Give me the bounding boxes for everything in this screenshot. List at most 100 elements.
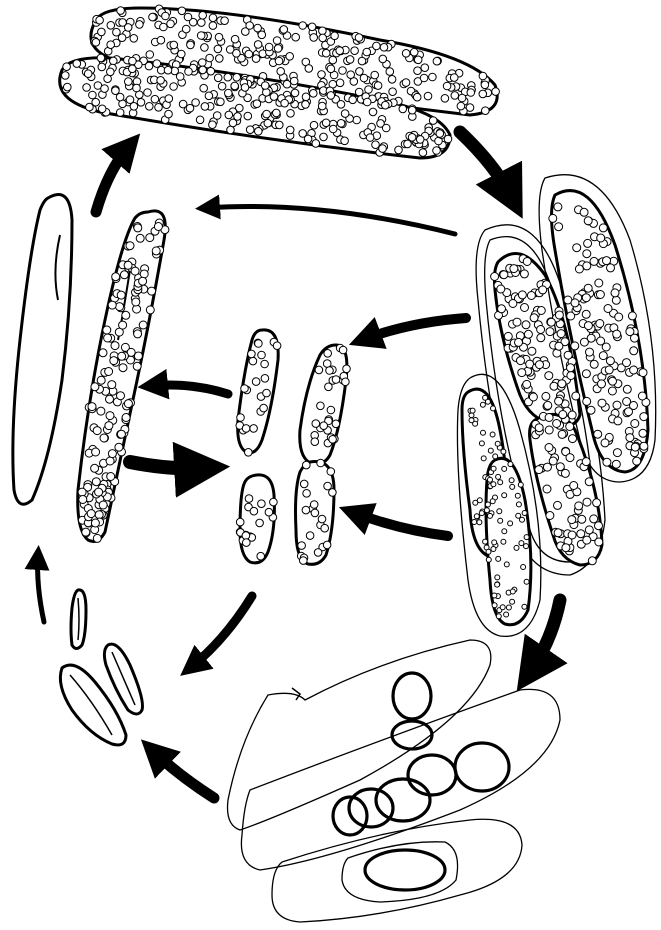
granule bbox=[144, 89, 152, 97]
granule bbox=[365, 86, 373, 94]
granule bbox=[317, 402, 325, 410]
granule bbox=[544, 401, 552, 409]
granule bbox=[157, 77, 165, 85]
granule bbox=[492, 593, 497, 598]
granule bbox=[197, 32, 205, 40]
granule bbox=[196, 116, 204, 124]
granule bbox=[339, 346, 347, 354]
granule bbox=[547, 318, 555, 326]
granule bbox=[318, 71, 326, 79]
granule bbox=[154, 223, 162, 231]
granule bbox=[510, 599, 515, 604]
granule bbox=[514, 545, 519, 550]
granule bbox=[436, 130, 444, 138]
granule bbox=[408, 106, 416, 114]
granule bbox=[310, 121, 318, 129]
granule bbox=[201, 44, 209, 52]
granule bbox=[557, 330, 565, 338]
granule bbox=[310, 90, 318, 98]
granule bbox=[524, 535, 529, 540]
granule bbox=[178, 7, 186, 15]
granule bbox=[522, 604, 527, 609]
granule bbox=[92, 478, 100, 486]
granule bbox=[133, 84, 141, 92]
granule bbox=[302, 101, 310, 109]
granule bbox=[614, 417, 622, 425]
granule bbox=[571, 299, 579, 307]
granule bbox=[469, 418, 474, 423]
granule bbox=[317, 459, 325, 467]
granule bbox=[277, 68, 285, 76]
granule bbox=[111, 342, 119, 350]
granule bbox=[639, 369, 647, 377]
granule bbox=[148, 287, 156, 295]
granule bbox=[631, 443, 639, 451]
granule bbox=[580, 208, 588, 216]
granule bbox=[244, 112, 252, 120]
granule bbox=[167, 20, 175, 28]
lower-left-small-cells bbox=[60, 590, 142, 745]
granule bbox=[216, 55, 224, 63]
granule bbox=[91, 383, 99, 391]
granule bbox=[502, 466, 507, 471]
granule bbox=[605, 366, 613, 374]
granule bbox=[131, 267, 139, 275]
granule bbox=[246, 126, 254, 134]
granule bbox=[92, 39, 100, 47]
granule bbox=[324, 350, 332, 358]
granule bbox=[165, 95, 173, 103]
granule bbox=[198, 19, 206, 27]
granule bbox=[374, 82, 382, 90]
granule bbox=[116, 303, 124, 311]
granule bbox=[303, 461, 311, 469]
granule bbox=[300, 480, 308, 488]
granule bbox=[332, 420, 340, 428]
granule bbox=[129, 65, 137, 73]
granule bbox=[300, 557, 308, 565]
granule bbox=[99, 501, 107, 509]
granule bbox=[523, 258, 531, 266]
granule bbox=[258, 31, 266, 39]
granule bbox=[343, 365, 351, 373]
granule bbox=[118, 34, 126, 42]
granule bbox=[598, 380, 606, 388]
granule bbox=[270, 498, 278, 506]
granule bbox=[104, 334, 112, 342]
granule bbox=[530, 314, 538, 322]
granule bbox=[633, 457, 641, 465]
bottom-oval-body-6 bbox=[349, 789, 393, 827]
granule bbox=[64, 83, 72, 91]
arrow-center-down-to-left bbox=[190, 596, 252, 668]
granule bbox=[606, 357, 614, 365]
granule bbox=[258, 500, 266, 508]
granule bbox=[165, 110, 173, 118]
granule bbox=[176, 73, 184, 81]
granule bbox=[73, 60, 81, 68]
granule bbox=[518, 482, 523, 487]
granule bbox=[626, 328, 634, 336]
granule bbox=[502, 493, 507, 498]
granule bbox=[83, 84, 91, 92]
granule bbox=[568, 531, 576, 539]
granule bbox=[231, 82, 239, 90]
granule bbox=[103, 326, 111, 334]
granule bbox=[98, 105, 106, 113]
granule bbox=[155, 104, 163, 112]
granule bbox=[483, 539, 488, 544]
granule bbox=[145, 62, 153, 70]
granule bbox=[200, 84, 208, 92]
granule bbox=[292, 33, 300, 41]
granule bbox=[443, 82, 451, 90]
granule bbox=[524, 330, 532, 338]
granule bbox=[429, 73, 437, 81]
granule bbox=[586, 348, 594, 356]
granule bbox=[433, 57, 441, 65]
granule bbox=[399, 105, 407, 113]
granule bbox=[250, 425, 258, 433]
granule bbox=[106, 395, 114, 403]
granule bbox=[433, 147, 441, 155]
granule bbox=[302, 93, 310, 101]
granule bbox=[93, 427, 101, 435]
granule bbox=[598, 399, 606, 407]
